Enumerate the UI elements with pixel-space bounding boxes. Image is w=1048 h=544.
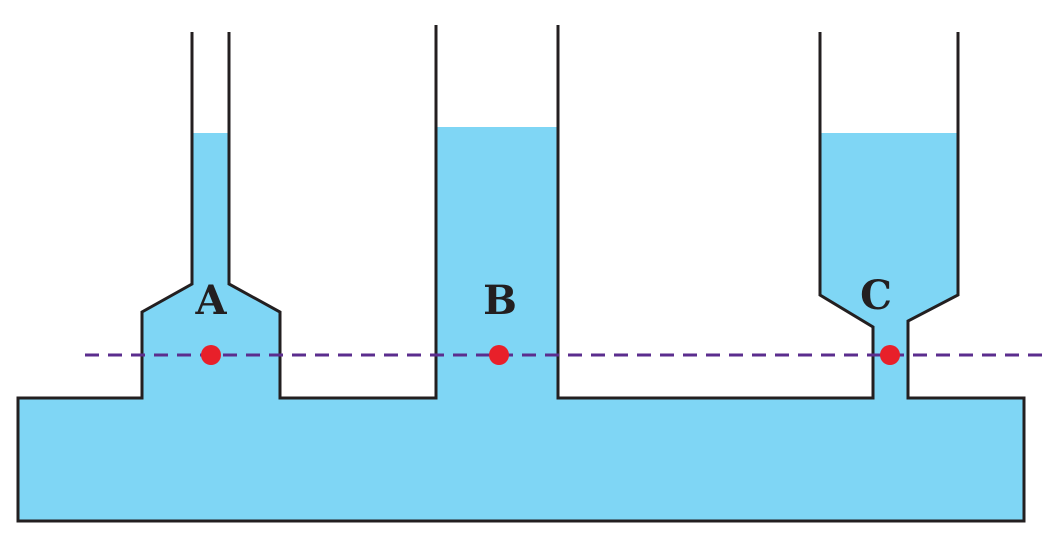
water-fill	[18, 127, 1024, 521]
point-c-label: C	[860, 272, 892, 319]
point-b-label: B	[483, 277, 517, 324]
point-a-marker	[201, 345, 221, 365]
point-b-marker	[489, 345, 509, 365]
outer-wall	[16, 32, 1026, 523]
point-c-marker	[880, 345, 900, 365]
wall-b-c	[556, 25, 875, 400]
point-a-label: A	[194, 277, 227, 324]
